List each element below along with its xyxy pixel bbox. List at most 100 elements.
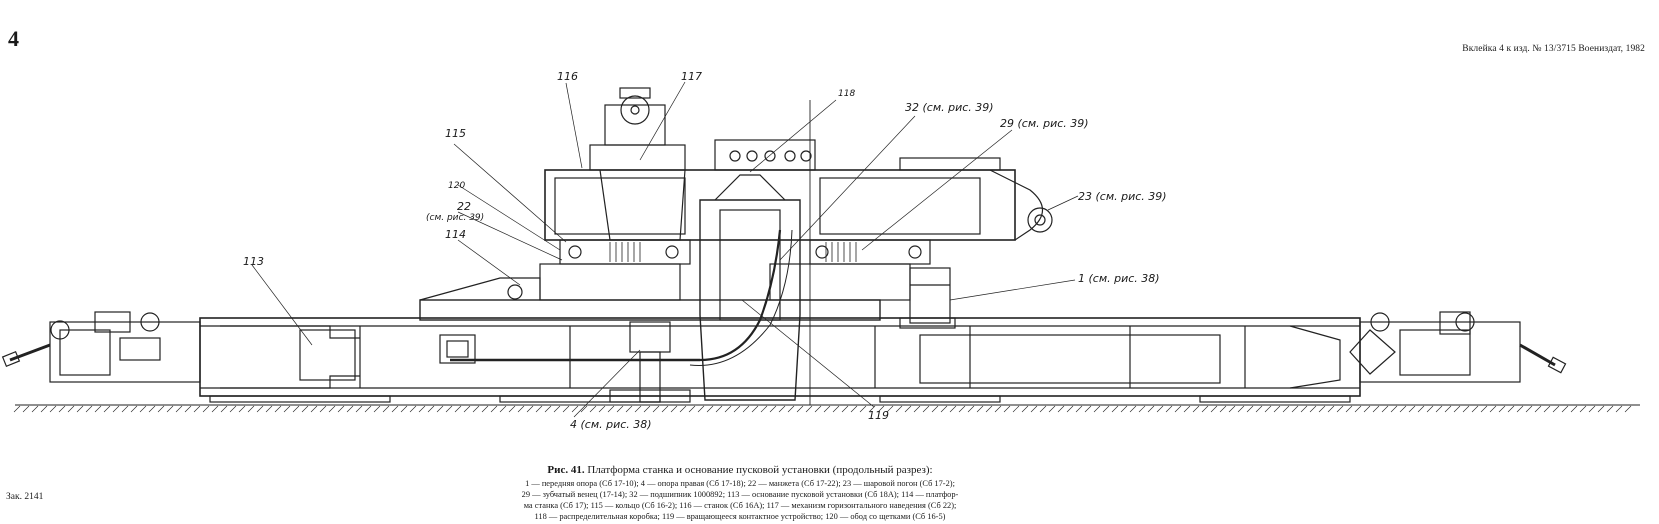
ground-hatch	[1453, 405, 1461, 413]
ground-hatch	[1057, 405, 1065, 413]
ground-hatch	[418, 405, 426, 413]
ground-hatch	[481, 405, 489, 413]
insert-note: Вклейка 4 к изд. № 13/3715 Воениздат, 19…	[1462, 44, 1645, 54]
legend-line: 118 — распределительная коробка; 119 — в…	[534, 512, 946, 521]
ground-hatch	[994, 405, 1002, 413]
ground-hatch	[1282, 405, 1290, 413]
legend-line: 29 — зубчатый венец (17-14); 32 — подшип…	[521, 490, 959, 499]
ground-hatch	[1201, 405, 1209, 413]
ground-hatch	[796, 405, 804, 413]
ground-hatch	[949, 405, 957, 413]
ground-hatch	[13, 405, 21, 413]
ground-hatch	[1219, 405, 1227, 413]
ground-hatch	[1552, 405, 1560, 413]
ground-hatch	[733, 405, 741, 413]
ground-hatch	[256, 405, 264, 413]
ground-hatch	[130, 405, 138, 413]
ground-hatch	[94, 405, 102, 413]
ground-hatch	[805, 405, 813, 413]
ground-hatch	[499, 405, 507, 413]
ground-hatch	[1228, 405, 1236, 413]
ground-hatch	[1435, 405, 1443, 413]
ground-hatch	[103, 405, 111, 413]
ground-hatch	[544, 405, 552, 413]
ground-hatch	[553, 405, 561, 413]
ground-hatch	[1399, 405, 1407, 413]
ground-hatch	[886, 405, 894, 413]
ground-hatch	[400, 405, 408, 413]
callout-113: 113	[243, 255, 264, 268]
ground-hatch	[211, 405, 219, 413]
ground-hatch	[1183, 405, 1191, 413]
ground-hatch	[1624, 405, 1632, 413]
ground-hatch	[157, 405, 165, 413]
ground-hatch	[112, 405, 120, 413]
ground-hatch	[625, 405, 633, 413]
ground-hatch	[661, 405, 669, 413]
ground-hatch	[1048, 405, 1056, 413]
ground-hatch	[1534, 405, 1542, 413]
callout-22-ref: (см. рис. 39)	[426, 213, 484, 223]
ground-hatch	[1138, 405, 1146, 413]
ground-hatch	[1264, 405, 1272, 413]
ground-hatch	[436, 405, 444, 413]
ground-hatch	[463, 405, 471, 413]
ground-hatch	[634, 405, 642, 413]
ground-hatch	[769, 405, 777, 413]
ground-hatch	[742, 405, 750, 413]
callout-120: 120	[448, 181, 465, 191]
ground-hatch	[598, 405, 606, 413]
ground-hatch	[40, 405, 48, 413]
ground-hatch	[76, 405, 84, 413]
ground-hatch	[1489, 405, 1497, 413]
ground-hatch	[895, 405, 903, 413]
ground-hatch	[1516, 405, 1524, 413]
ground-hatch	[1039, 405, 1047, 413]
ground-hatch	[1507, 405, 1515, 413]
ground-hatch	[1246, 405, 1254, 413]
ground-hatch	[1003, 405, 1011, 413]
ground-hatch	[238, 405, 246, 413]
ground-hatch	[778, 405, 786, 413]
ground-hatch	[1336, 405, 1344, 413]
ground-hatch	[850, 405, 858, 413]
ground-hatch	[1075, 405, 1083, 413]
ground-hatch	[220, 405, 228, 413]
ground-hatch	[490, 405, 498, 413]
caption-legend: 1 — передняя опора (Сб 17-10); 4 — опора…	[420, 478, 1060, 522]
figure-caption: Рис. 41. Платформа станка и основание пу…	[420, 465, 1060, 522]
ground-hatch	[859, 405, 867, 413]
ground-hatch	[1606, 405, 1614, 413]
ground-hatch	[292, 405, 300, 413]
callout-115: 115	[445, 127, 466, 140]
ground-hatch	[670, 405, 678, 413]
ground-hatch	[409, 405, 417, 413]
ground-hatch	[31, 405, 39, 413]
ground-hatch	[1525, 405, 1533, 413]
ground-hatch	[1615, 405, 1623, 413]
ground-hatch	[328, 405, 336, 413]
ground-hatch	[193, 405, 201, 413]
callout-1: 1 (см. рис. 38)	[1078, 272, 1160, 285]
ground-hatch	[1021, 405, 1029, 413]
ground-hatch	[1354, 405, 1362, 413]
ground-hatch	[706, 405, 714, 413]
ground-hatch	[652, 405, 660, 413]
ground-hatch	[1327, 405, 1335, 413]
ground-hatch	[1597, 405, 1605, 413]
callout-29: 29 (см. рис. 39)	[1000, 117, 1089, 130]
ground-hatch	[202, 405, 210, 413]
ground-hatch	[1363, 405, 1371, 413]
callout-117: 117	[681, 70, 702, 83]
ground-hatch	[1588, 405, 1596, 413]
ground-hatch	[616, 405, 624, 413]
ground-hatch	[715, 405, 723, 413]
ground-hatch	[832, 405, 840, 413]
ground-hatch	[274, 405, 282, 413]
ground-hatch	[787, 405, 795, 413]
ground-hatch	[346, 405, 354, 413]
ground-hatch	[697, 405, 705, 413]
ground-hatch	[1471, 405, 1479, 413]
ground-hatch	[814, 405, 822, 413]
ground-hatch	[1345, 405, 1353, 413]
